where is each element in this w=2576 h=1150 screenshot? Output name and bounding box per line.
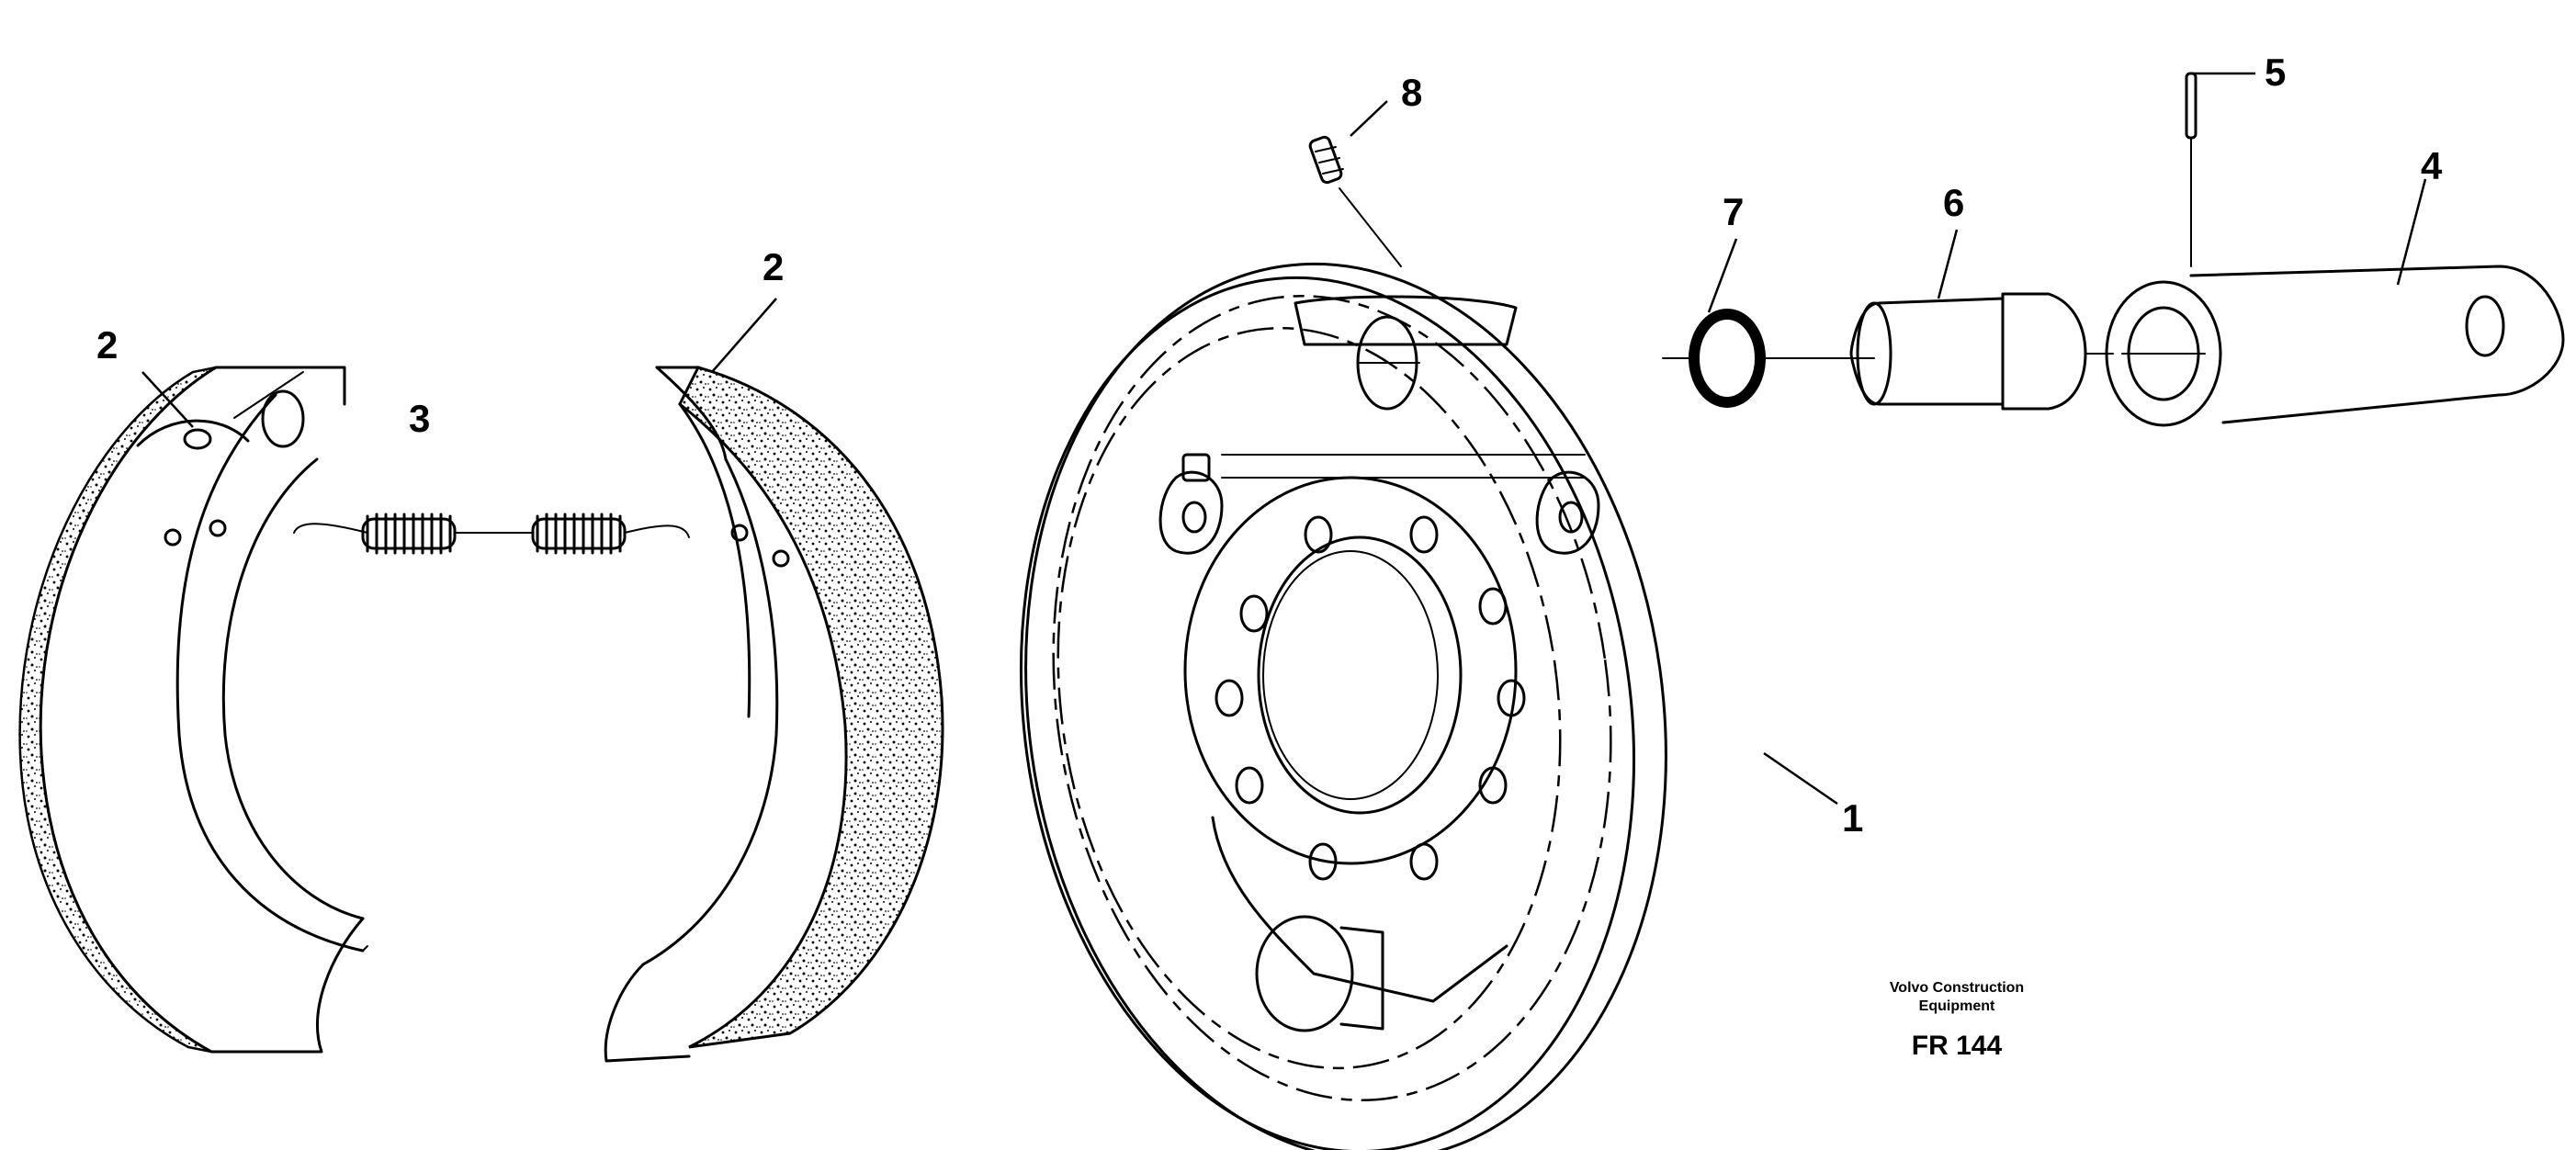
callout-4: 4 xyxy=(2421,144,2443,187)
bolt-holes xyxy=(1215,515,1526,881)
callout-6: 6 xyxy=(1943,181,1964,224)
cam-bushing xyxy=(1849,292,2114,411)
callout-5: 5 xyxy=(2265,51,2286,94)
return-springs xyxy=(293,513,690,555)
callout-1: 1 xyxy=(1842,796,1863,840)
callout-2-left: 2 xyxy=(96,323,118,366)
seal-ring xyxy=(1662,309,1875,408)
figure-caption: Volvo Construction Equipment FR 144 xyxy=(1890,980,2024,1061)
brand-line-1: Volvo Construction xyxy=(1890,980,2024,996)
callout-8: 8 xyxy=(1401,71,1422,114)
callout-3: 3 xyxy=(409,397,430,440)
callout-2-right: 2 xyxy=(763,245,784,288)
callout-numbers: 1 2 2 3 4 5 6 7 8 xyxy=(96,51,2443,840)
lock-pin xyxy=(2185,72,2198,267)
brand-line-2: Equipment xyxy=(1919,998,1995,1014)
backing-plate xyxy=(1020,262,1667,1150)
figure-code: FR 144 xyxy=(1912,1031,2003,1061)
brake-shoe-left xyxy=(18,366,368,1054)
brake-shoe-right xyxy=(604,366,944,1063)
callout-7: 7 xyxy=(1723,190,1744,233)
lever-arm xyxy=(2105,265,2565,427)
spring-coil-right xyxy=(531,513,627,555)
spring-coil-left xyxy=(361,513,457,555)
grease-nipple xyxy=(1308,135,1402,267)
callout-leaders xyxy=(141,72,2427,806)
